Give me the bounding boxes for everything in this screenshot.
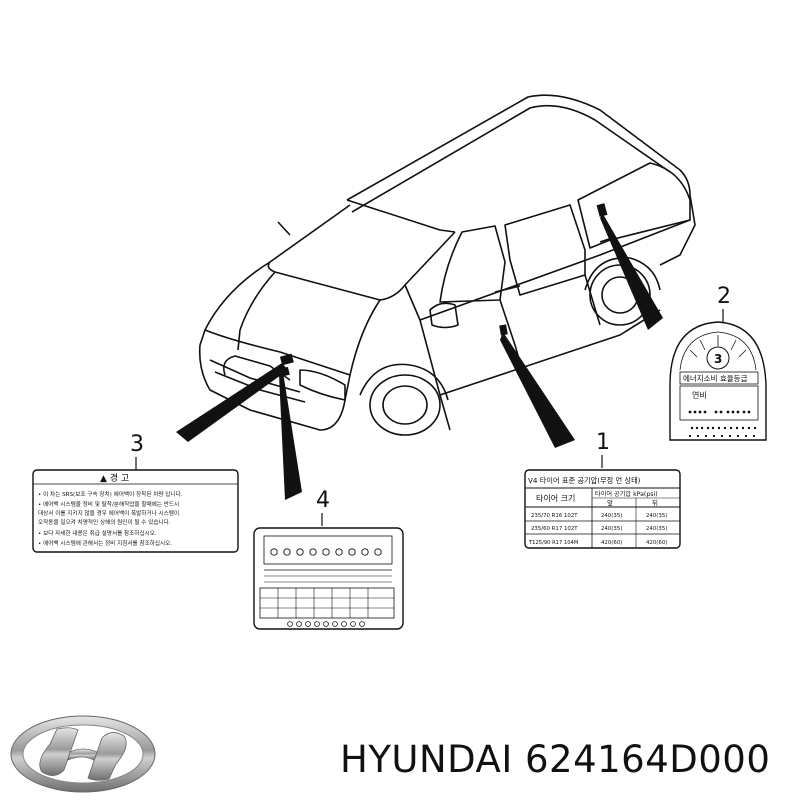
leader-lines — [176, 214, 663, 500]
fuel-label-title: 에너지소비 효율등급 — [683, 373, 748, 383]
warning-line-5: • 보다 자세한 내용은 취급 설명서를 참조하십시오. — [38, 529, 157, 537]
tire-row-2-front: 240(35) — [601, 526, 622, 532]
tire-label-title: V4 타이어 표준 공기압(무정 먼 상태) — [528, 476, 641, 485]
tire-row-3-size: T125/90 R17 104M — [528, 540, 578, 546]
warning-line-3: 대상서 이를 지키지 않을 경우 에어백이 폭발하거나 시스템이 — [38, 509, 179, 517]
warning-label-title: ▲ 경 고 — [100, 472, 129, 484]
fuel-label-row1: 연비 — [692, 391, 707, 400]
emission-info-label — [253, 527, 404, 630]
callout-number-3: 3 — [130, 432, 144, 457]
part-number: 624164D000 — [525, 738, 771, 781]
tire-row-2-rear: 240(35) — [646, 526, 667, 532]
callout-number-1: 1 — [596, 430, 610, 455]
brand-name: HYUNDAI — [340, 738, 513, 781]
callout-number-2: 2 — [717, 284, 731, 309]
tire-label-pressure-header: 타이어 공기압 kPa(psi) — [595, 490, 658, 498]
brand-caption: HYUNDAI 624164D000 — [340, 738, 770, 781]
minivan-drawing — [198, 94, 696, 436]
airbag-warning-label: ▲ 경 고 • 이 차는 SRS(보조 구속 장치) 에어백이 장착된 차량 입… — [32, 469, 239, 553]
tire-row-3-rear: 420(60) — [646, 540, 667, 546]
warning-line-1: • 이 차는 SRS(보조 구속 장치) 에어백이 장착된 차량 입니다. — [38, 490, 183, 498]
label-location-markers — [278, 203, 608, 378]
hyundai-logo-icon — [10, 715, 156, 793]
warning-line-6: • 에어백 시스템에 관해서는 정비 지침서를 참조하십시오. — [38, 539, 172, 547]
tire-row-1-rear: 240(35) — [646, 513, 667, 519]
tire-row-3-front: 420(60) — [601, 540, 622, 546]
warning-line-2: • 에어백 시스템을 정비 및 탈착/분해작업을 할때에는 반드시 — [38, 500, 179, 508]
tire-pressure-label: V4 타이어 표준 공기압(무정 먼 상태) 타이어 크기 타이어 공기압 kP… — [524, 469, 681, 549]
tire-row-1-size: 235/70 R16 102T — [531, 513, 578, 519]
fuel-efficiency-label: 3 에너지소비 효율등급 연비 — [669, 321, 767, 441]
tire-row-1-front: 240(35) — [601, 513, 622, 519]
warning-line-4: 오작동을 일으켜 치명적인 상해의 원인이 될 수 있습니다. — [38, 518, 171, 526]
tire-row-2-size: 235/60 R17 102T — [531, 526, 578, 532]
fuel-grade-number: 3 — [714, 352, 722, 366]
callout-number-4: 4 — [316, 488, 330, 513]
tire-label-rear-header: 뒤 — [652, 499, 658, 507]
tire-label-size-header: 타이어 크기 — [536, 493, 575, 503]
tire-label-front-header: 앞 — [607, 499, 613, 507]
